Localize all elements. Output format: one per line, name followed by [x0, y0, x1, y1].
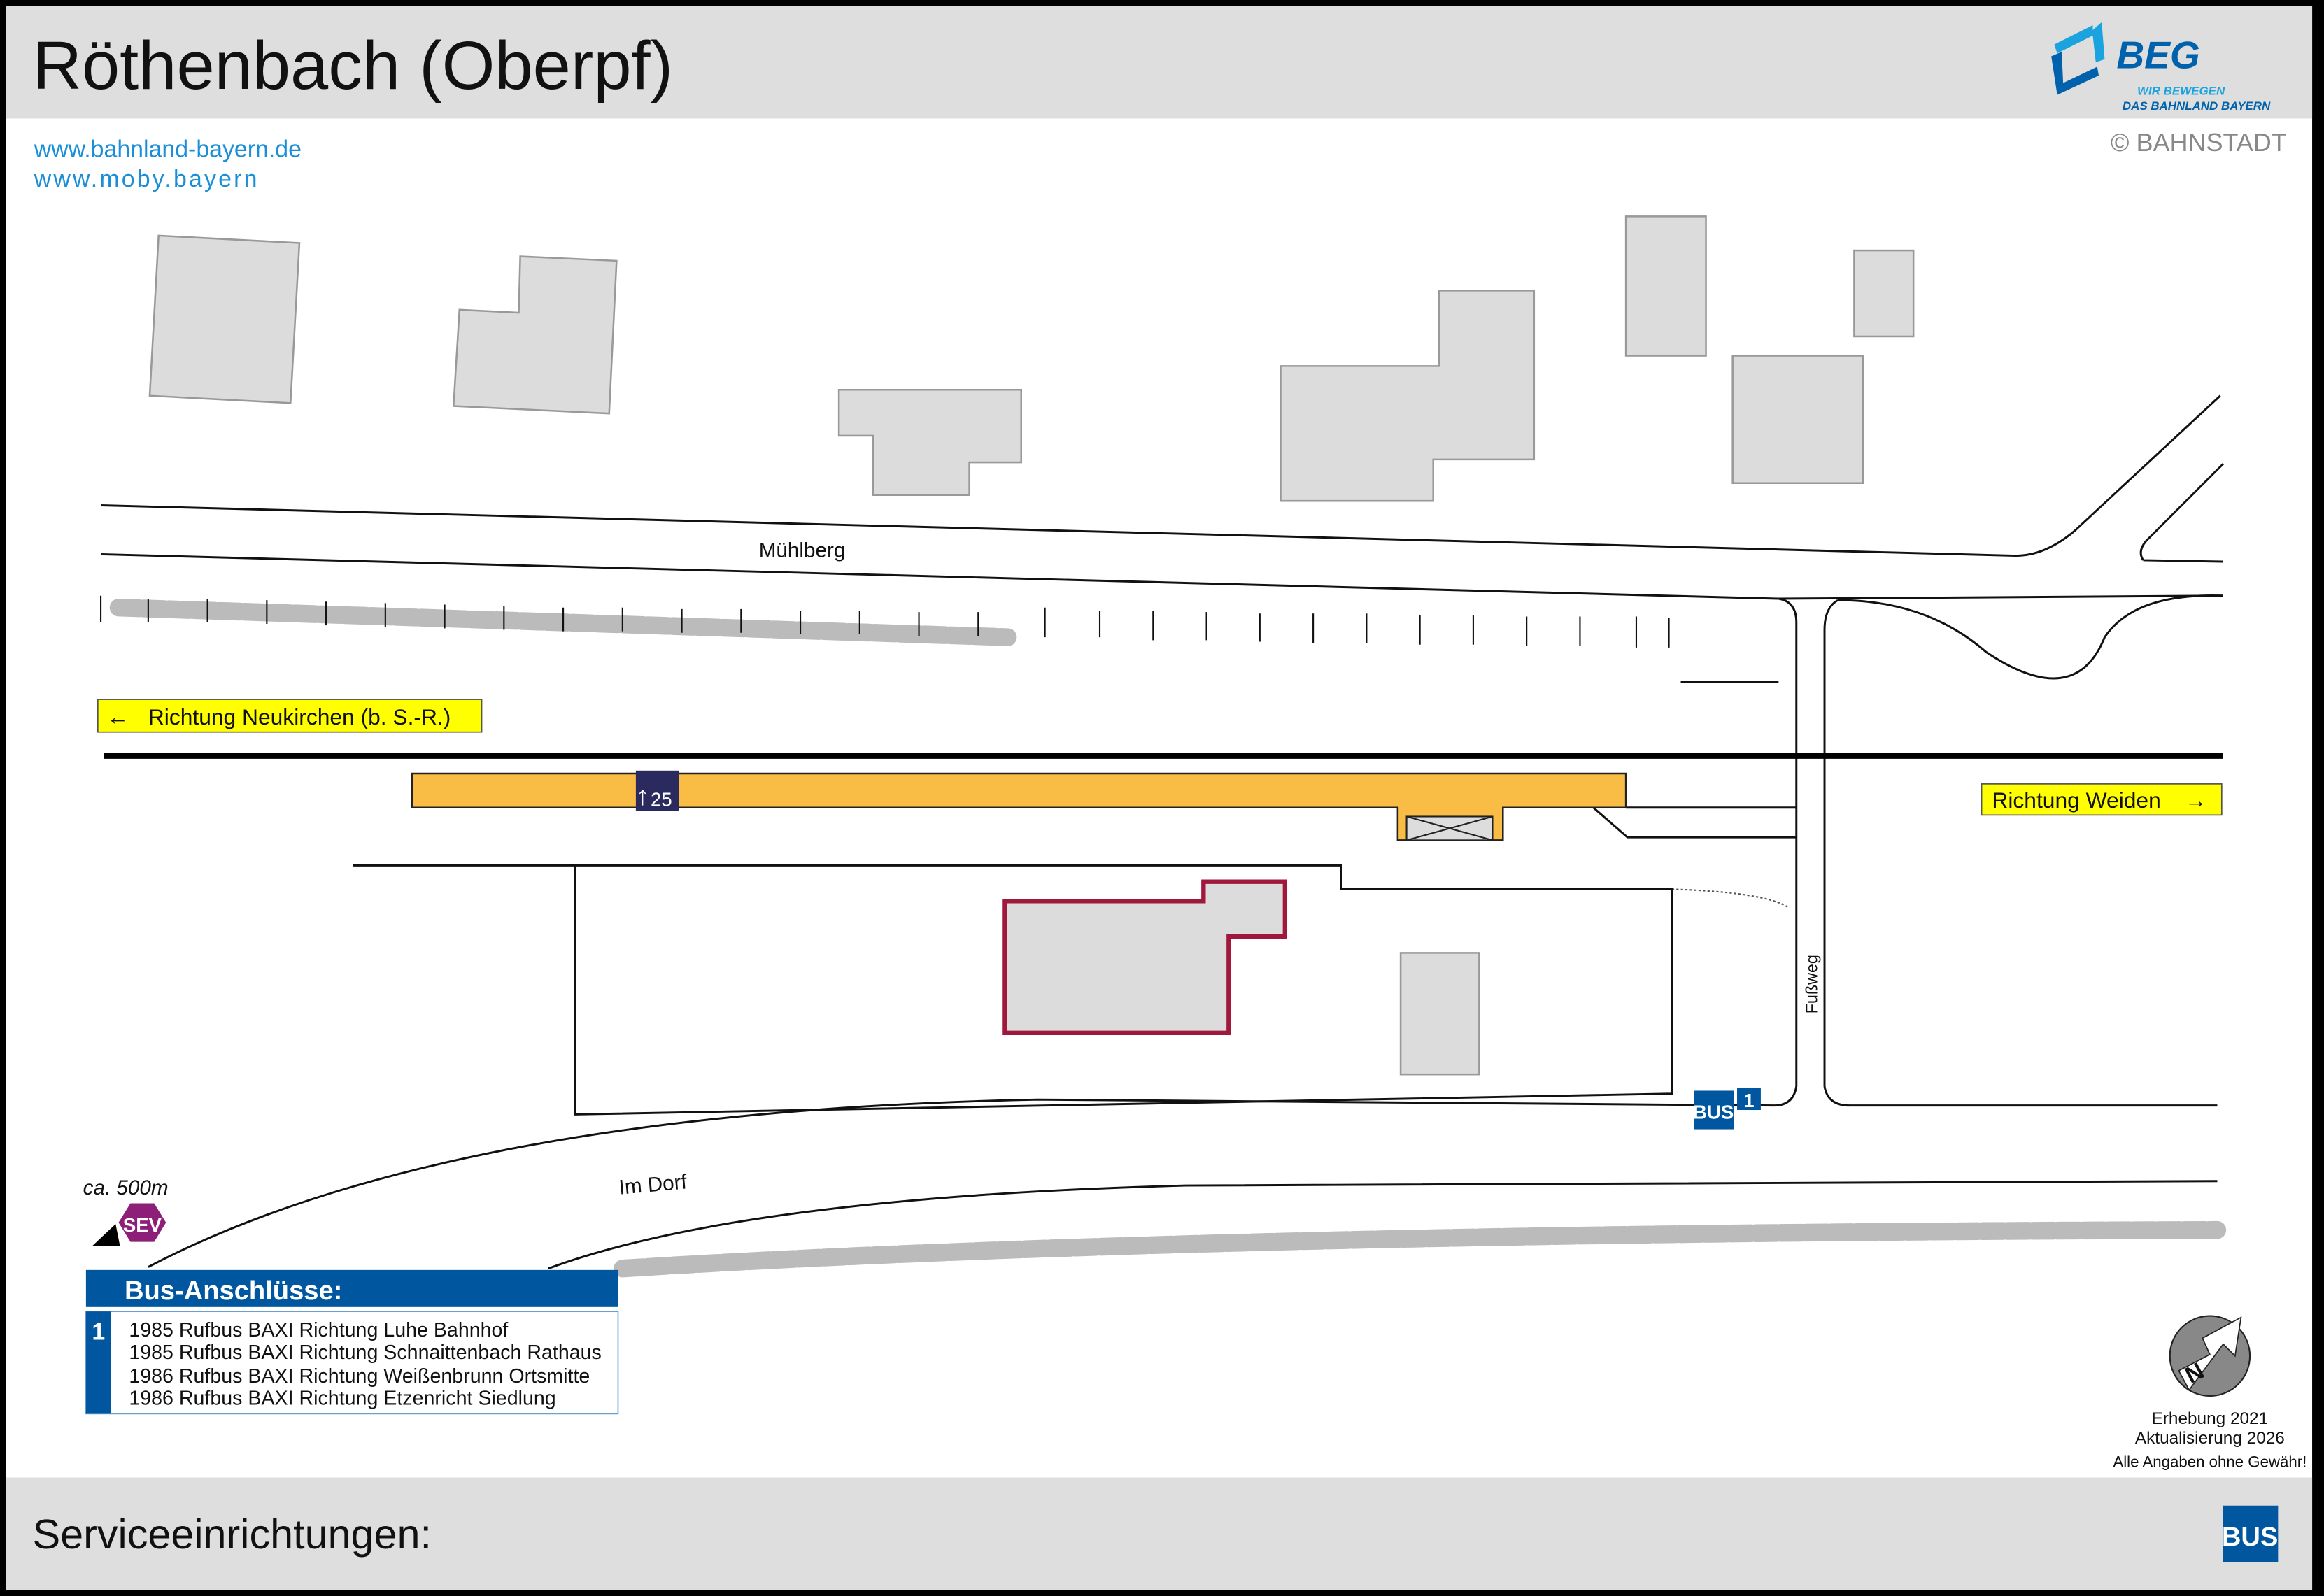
- svg-text:WIR BEWEGEN: WIR BEWEGEN: [2137, 85, 2225, 98]
- svg-text:1: 1: [92, 1318, 105, 1345]
- bus-line-item: 1985 Rufbus BAXI Richtung Luhe Bahnhof: [129, 1319, 508, 1341]
- fence-north: [100, 595, 1670, 648]
- buildings: [148, 215, 1915, 1076]
- svg-text:BEG: BEG: [2116, 33, 2199, 76]
- header-bar: [6, 6, 2313, 119]
- svg-text:↑: ↑: [636, 781, 649, 811]
- shelter-icon: [1405, 815, 1494, 841]
- bus-line-item: 1985 Rufbus BAXI Richtung Schnaittenbach…: [129, 1341, 602, 1364]
- svg-text:DAS BAHNLAND BAYERN: DAS BAHNLAND BAYERN: [2123, 99, 2271, 113]
- platform-sign: ↑ 25: [635, 770, 679, 811]
- svg-text:BUS: BUS: [2222, 1522, 2278, 1552]
- path-fussweg: Fußweg: [1802, 955, 1820, 1013]
- direction-sign-neukirchen: ← Richtung Neukirchen (b. S.-R.): [97, 699, 483, 733]
- direction-sign-weiden: Richtung Weiden →: [1981, 783, 2223, 816]
- update-year: Aktualisierung 2026: [2135, 1429, 2285, 1448]
- svg-text:Richtung Weiden: Richtung Weiden: [1992, 788, 2160, 813]
- bus-stop-1[interactable]: BUS 1: [1693, 1088, 1761, 1130]
- svg-text:25: 25: [651, 789, 672, 811]
- bus-service-icon: BUS: [2222, 1505, 2279, 1562]
- station-building: [1002, 879, 1288, 1036]
- svg-text:Richtung Neukirchen (b. S.-R.): Richtung Neukirchen (b. S.-R.): [148, 704, 451, 729]
- platform: [411, 772, 1627, 841]
- link-bahnland-bayern[interactable]: www.bahnland-bayern.de: [34, 136, 302, 163]
- bahnstadt-copyright: © BAHNSTADT: [2111, 128, 2287, 157]
- svg-text:←: ←: [107, 704, 129, 729]
- svg-text:1: 1: [1743, 1090, 1754, 1111]
- link-moby-bayern[interactable]: www.moby.bayern: [34, 166, 260, 192]
- svg-text:→: →: [2185, 788, 2207, 813]
- bus-connections-panel: Bus-Anschlüsse: 1 1985 Rufbus BAXI Richt…: [85, 1269, 619, 1415]
- street-muehlberg: Mühlberg: [759, 539, 846, 562]
- bus-line-item: 1986 Rufbus BAXI Richtung Weißenbrunn Or…: [129, 1365, 590, 1388]
- beg-logo: BEG WIR BEWEGEN DAS BAHNLAND BAYERN: [2051, 22, 2271, 113]
- services-title: Serviceeinrichtungen:: [33, 1511, 432, 1558]
- bus-line-item: 1986 Rufbus BAXI Richtung Etzenricht Sie…: [129, 1388, 555, 1410]
- page-title: Röthenbach (Oberpf): [33, 27, 673, 104]
- direction-arrow-icon: [92, 1224, 120, 1246]
- disclaimer: Alle Angaben ohne Gewähr!: [2113, 1453, 2307, 1471]
- sev-distance: ca. 500m: [83, 1176, 169, 1199]
- sev-stop[interactable]: SEV: [118, 1203, 166, 1242]
- svg-text:Bus-Anschlüsse:: Bus-Anschlüsse:: [125, 1276, 342, 1306]
- svg-text:SEV: SEV: [123, 1214, 162, 1236]
- north-arrow-icon: N: [2169, 1315, 2251, 1397]
- roads: [101, 394, 2224, 1270]
- hedge-south: [614, 1220, 2227, 1278]
- footer-bar: [6, 1477, 2313, 1590]
- survey-year: Erhebung 2021: [2152, 1409, 2269, 1428]
- svg-text:BUS: BUS: [1693, 1102, 1734, 1123]
